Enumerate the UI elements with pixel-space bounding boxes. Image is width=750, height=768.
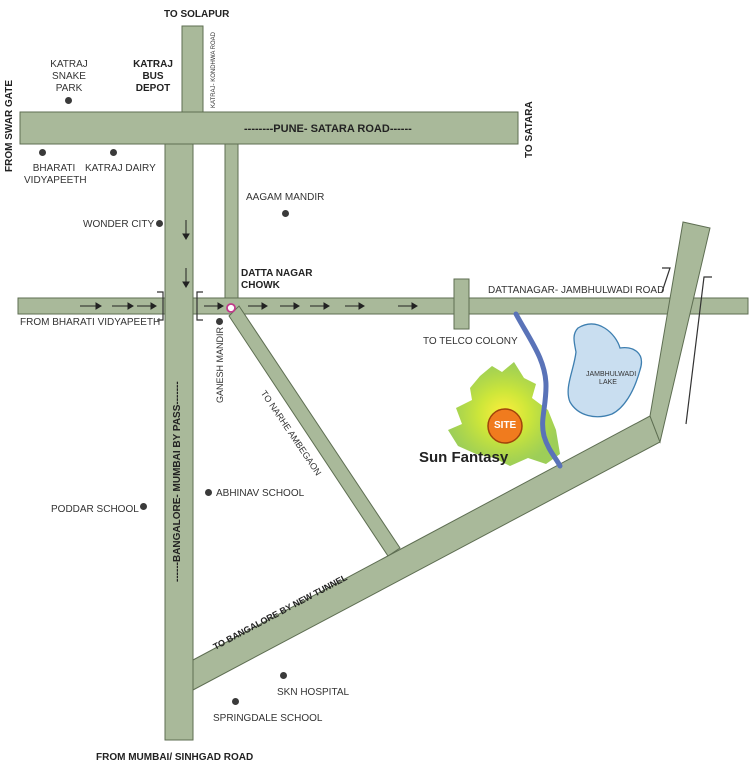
highway-north-east bbox=[649, 221, 711, 444]
label-wonder-city: WONDER CITY bbox=[83, 219, 155, 230]
label-to-solapur: TO SOLAPUR bbox=[164, 9, 230, 20]
skn-hospital-dot bbox=[280, 672, 287, 679]
datta-nagar-chowk-junction bbox=[226, 303, 236, 313]
narhe-ambegaon-road bbox=[228, 305, 401, 557]
label-jambhulwadi-lake: JAMBHULWADI LAKE bbox=[586, 371, 637, 386]
telco-colony-road bbox=[453, 278, 470, 330]
site-marker bbox=[487, 408, 523, 444]
river bbox=[513, 311, 563, 469]
label-from-mumbai-sinhgad: FROM MUMBAI/ SINHGAD ROAD bbox=[96, 752, 254, 763]
label-abhinav-school: ABHINAV SCHOOL bbox=[216, 488, 305, 499]
label-aagam-mandir: AAGAM MANDIR bbox=[246, 192, 325, 203]
label-dattanagar-road: DATTANAGAR- JAMBHULWADI ROAD bbox=[488, 285, 665, 296]
bangalore-mumbai-bypass bbox=[164, 143, 194, 741]
jambhulwadi-lake bbox=[567, 323, 643, 418]
label-sun-fantasy: Sun Fantasy bbox=[419, 449, 509, 466]
katraj-dairy-dot bbox=[110, 149, 117, 156]
dattanagar-jambhulwadi-road bbox=[17, 297, 749, 315]
label-ganesh-mandir: GANESH MANDIR bbox=[215, 326, 225, 403]
label-skn-hospital: SKN HOSPITAL bbox=[277, 687, 350, 698]
label-springdale-school: SPRINGDALE SCHOOL bbox=[213, 713, 323, 724]
label-pune-satara-road: --------PUNE- SATARA ROAD------ bbox=[244, 123, 412, 135]
label-to-telco-colony: TO TELCO COLONY bbox=[423, 336, 518, 347]
label-from-bharati-vidyapeeth: FROM BHARATI VIDYAPEETH bbox=[20, 317, 161, 328]
label-to-satara: TO SATARA bbox=[524, 101, 535, 158]
label-katraj-dairy: KATRAJ DAIRY bbox=[85, 163, 156, 174]
springdale-school-dot bbox=[232, 698, 239, 705]
poddar-school-dot bbox=[140, 503, 147, 510]
label-katraj-kondhwa-road: KATRAJ- KONDHWA ROAD bbox=[211, 31, 217, 108]
katraj-kondhwa-road bbox=[181, 25, 204, 113]
aagam-mandir-dot bbox=[282, 210, 289, 217]
label-katraj-snake-park: KATRAJ SNAKE PARK bbox=[50, 59, 88, 94]
label-poddar-school: PODDAR SCHOOL bbox=[51, 504, 139, 515]
label-bypass: ------BANGALORE- MUMBAI BY PASS------- bbox=[172, 381, 183, 582]
label-bharati-vidyapeeth: BHARATI VIDYAPEETH bbox=[24, 163, 87, 186]
pune-satara-road bbox=[19, 111, 519, 145]
ganesh-mandir-dot bbox=[216, 318, 223, 325]
wonder-city-dot bbox=[156, 220, 163, 227]
label-datta-nagar-chowk: DATTA NAGAR CHOWK bbox=[241, 268, 313, 291]
abhinav-school-dot bbox=[205, 489, 212, 496]
label-katraj-bus-depot: KATRAJ BUS DEPOT bbox=[133, 59, 173, 94]
bharati-vidyapeeth-dot bbox=[39, 149, 46, 156]
snake-park-dot bbox=[65, 97, 72, 104]
label-from-swargate: FROM SWAR GATE bbox=[4, 79, 15, 172]
datta-nagar-road-spur bbox=[224, 143, 239, 299]
label-site: SITE bbox=[494, 420, 517, 431]
